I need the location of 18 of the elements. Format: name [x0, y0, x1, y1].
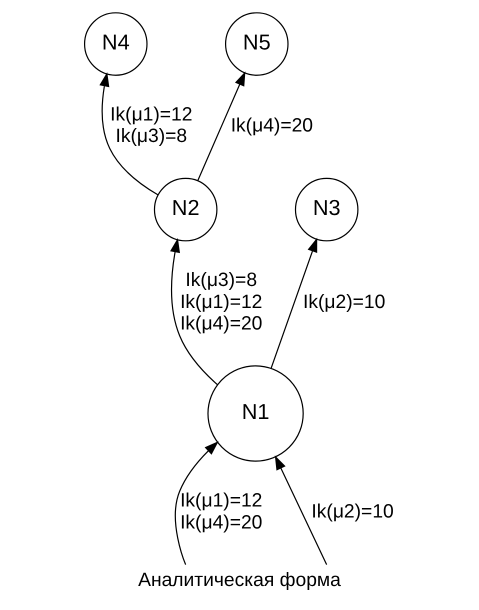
edge-label: Ik(μ4)=20: [230, 115, 314, 136]
node-circle: N1: [207, 365, 304, 462]
arrow: [174, 441, 219, 565]
arrow: [270, 238, 318, 368]
node-circle: N2: [154, 178, 218, 242]
node-circle: N4: [84, 12, 148, 76]
edge-label: Ik(μ3)=8 Ik(μ1)=12 Ik(μ4)=20: [180, 270, 262, 334]
node-circle: N5: [224, 12, 289, 76]
caption: Аналитическая форма: [138, 570, 341, 591]
arrow: [197, 71, 246, 181]
arrow: [274, 455, 328, 565]
edge-label: Ik(μ2)=10: [311, 502, 394, 523]
edge-label: Ik(μ2)=10: [303, 292, 386, 313]
edge-label: Ik(μ1)=12 Ik(μ4)=20: [180, 490, 262, 534]
arrow: [170, 238, 218, 386]
node-circle: N3: [294, 178, 358, 242]
arrow: [99, 72, 159, 196]
edge-label: Ik(μ1)=12 Ik(μ3)=8: [110, 104, 192, 148]
